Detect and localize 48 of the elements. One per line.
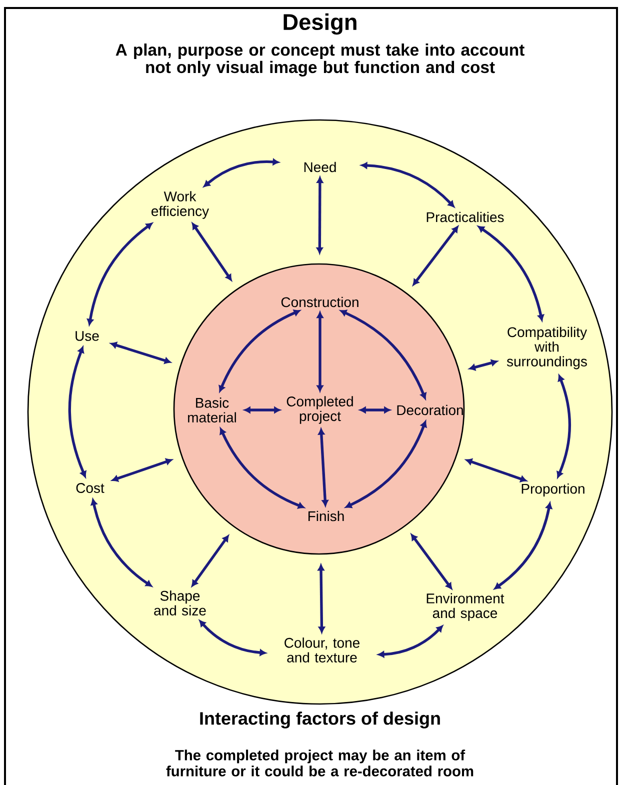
arrow — [218, 310, 300, 392]
arrow — [361, 162, 454, 208]
arrow — [110, 342, 171, 364]
arrow — [244, 406, 280, 414]
arrow — [199, 620, 266, 656]
arrow — [220, 428, 304, 509]
factor-label: Cost — [76, 483, 104, 493]
title: Design — [284, 13, 356, 35]
arrow — [112, 458, 172, 482]
factor-label: Completed project — [286, 396, 353, 424]
factor-label: Need — [304, 162, 336, 172]
arrow — [556, 374, 572, 478]
factor-label: Work efficiency — [152, 191, 209, 219]
arrow — [478, 226, 544, 321]
arrow — [360, 406, 390, 414]
arrow — [316, 312, 324, 392]
arrow — [192, 535, 229, 587]
arrow — [204, 158, 280, 188]
arrow — [192, 222, 232, 281]
arrow — [340, 310, 426, 400]
arrow — [316, 176, 324, 254]
factor-label: Finish — [308, 510, 344, 522]
caption: Interacting factors of design — [200, 712, 440, 728]
factor-label: Compatibility with surroundings — [506, 326, 588, 370]
factor-label: Practicalities — [426, 212, 504, 222]
inner-circle — [173, 263, 465, 555]
arrow — [466, 458, 527, 482]
arrow — [494, 502, 552, 590]
factor-label: Use — [76, 331, 99, 341]
arrow — [378, 625, 443, 658]
note: The completed project may be an item of furniture or it could be a re-decorated room — [166, 750, 474, 776]
arrow — [68, 346, 86, 478]
factor-label: Proportion — [522, 483, 584, 497]
factor-label: Construction — [281, 296, 358, 308]
arrow — [469, 360, 498, 371]
arrow — [412, 226, 458, 286]
factor-label: Basic material — [188, 398, 236, 422]
arrow — [410, 534, 452, 590]
factor-label: Shape and size — [154, 590, 206, 616]
arrow — [345, 420, 427, 508]
subtitle: A plan, purpose or concept must take into account not only visual image but function and cost — [116, 44, 524, 76]
arrow — [90, 498, 152, 587]
factor-label: Environment and space — [426, 593, 504, 621]
arrow — [318, 564, 325, 633]
arrow — [87, 222, 152, 326]
factor-label: Colour, tone and texture — [284, 638, 360, 662]
arrow — [318, 428, 328, 506]
factor-label: Decoration — [397, 404, 463, 416]
